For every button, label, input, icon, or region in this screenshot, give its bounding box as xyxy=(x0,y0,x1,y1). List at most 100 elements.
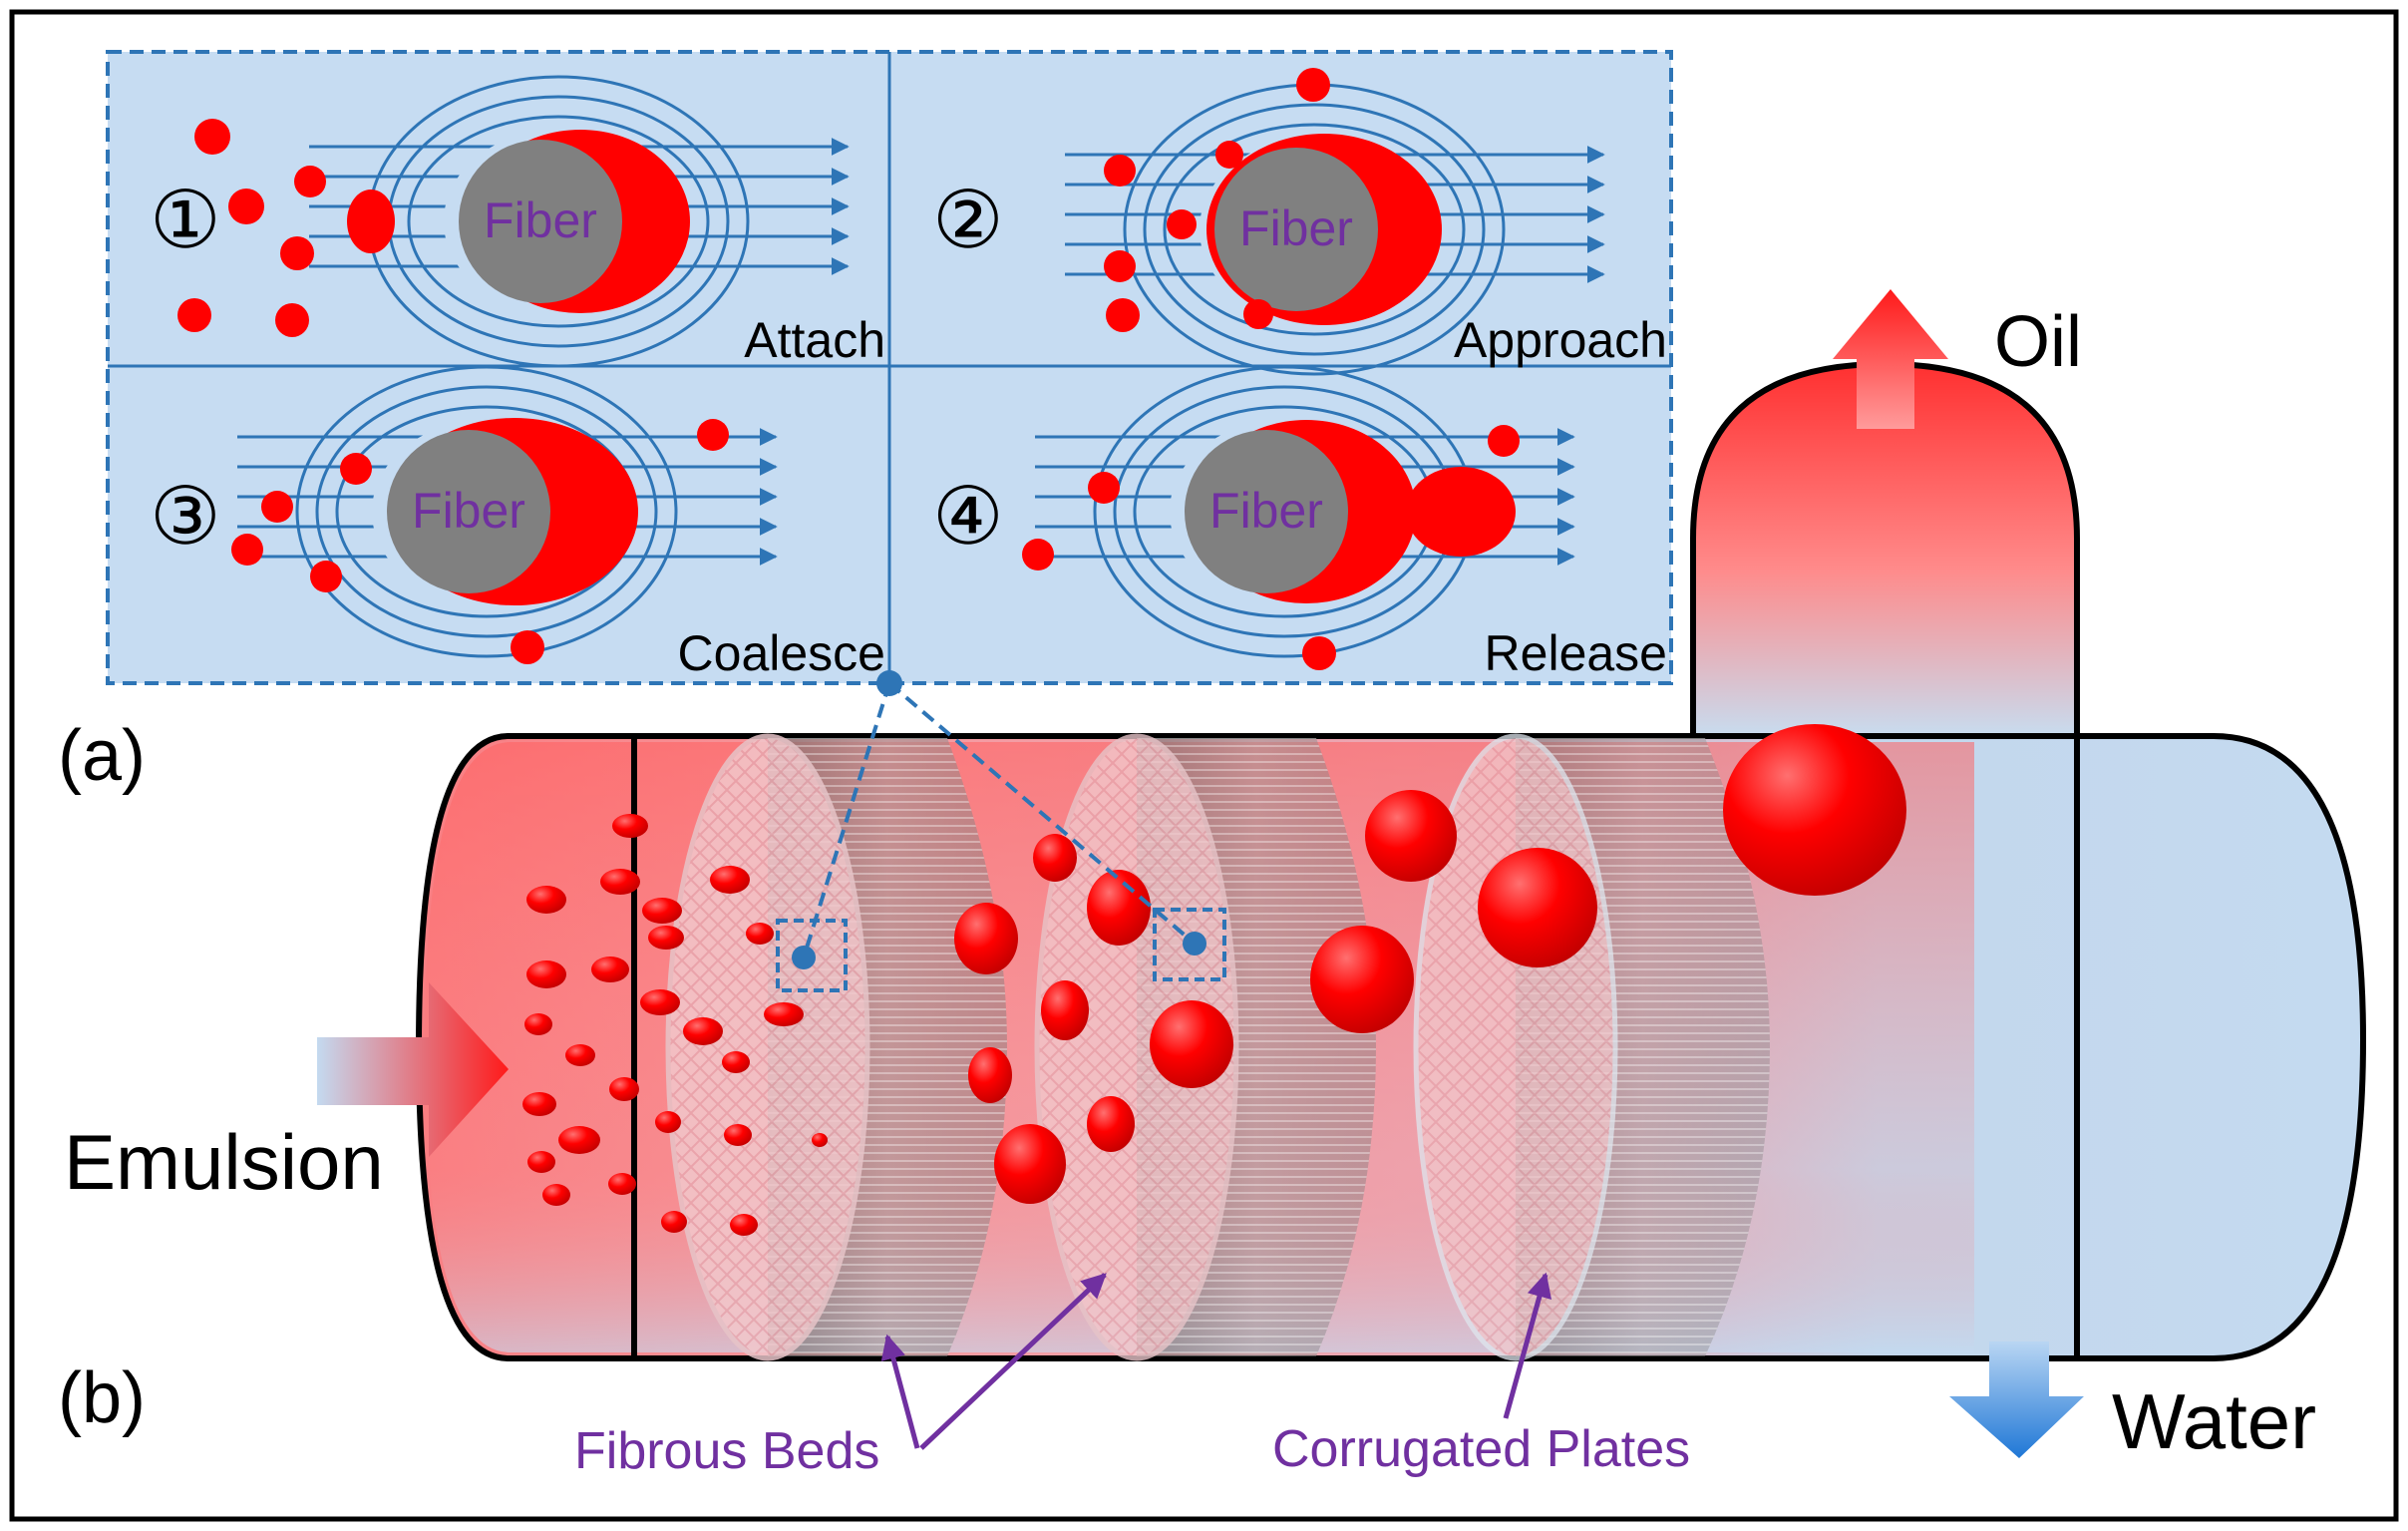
step-number: ③ xyxy=(150,472,221,561)
tank-droplets xyxy=(522,790,1597,1236)
flow-contour xyxy=(407,115,710,328)
fiber-label: Fiber xyxy=(1239,200,1353,256)
oil-droplet xyxy=(591,957,629,982)
oil-droplet xyxy=(1106,298,1140,332)
oil-droplet-coalesced xyxy=(954,903,1018,974)
oil-droplet xyxy=(1302,636,1336,670)
oil-droplet-large xyxy=(1406,467,1516,557)
zoom-box-1 xyxy=(776,919,848,992)
oil-droplet xyxy=(522,1092,556,1116)
step-name: Attach xyxy=(744,312,885,368)
emulsion-label: Emulsion xyxy=(64,1118,384,1206)
flow-contour xyxy=(315,385,658,638)
fiber xyxy=(1214,148,1378,311)
oil-droplet xyxy=(565,1044,595,1066)
oil-droplet xyxy=(1215,141,1243,169)
oil-droplet xyxy=(511,630,544,664)
oil-droplet xyxy=(526,886,566,914)
oil-droplet xyxy=(228,189,264,224)
fiber-label: Fiber xyxy=(1209,483,1323,539)
oil-droplet xyxy=(1488,425,1520,457)
oil-droplet xyxy=(642,898,682,924)
step-number: ④ xyxy=(932,472,1004,561)
oil-droplet xyxy=(526,960,566,988)
step-3: Fiber ③ Coalesce xyxy=(150,365,885,681)
fiber xyxy=(387,430,550,593)
oil-droplet xyxy=(812,1133,828,1147)
step-number: ② xyxy=(932,176,1004,264)
oil-droplet xyxy=(764,1002,804,1026)
water-down-arrow xyxy=(1949,1341,2084,1458)
oil-droplet xyxy=(683,1017,723,1045)
emulsion-inlet-arrow xyxy=(317,982,509,1157)
oil-droplet xyxy=(310,561,342,592)
fibrous-bed-2 xyxy=(1034,733,1239,1361)
fibrous-bed-1 xyxy=(665,733,870,1361)
water-label: Water xyxy=(2112,1377,2316,1465)
oil-droplet xyxy=(710,866,750,894)
oil-droplet xyxy=(1104,250,1136,282)
step-name: Release xyxy=(1485,625,1667,681)
oil-droplet xyxy=(280,236,314,270)
oil-droplet-coalesced xyxy=(1365,790,1457,882)
oil-droplet xyxy=(194,119,230,155)
oil-droplet xyxy=(1296,68,1330,102)
oil-droplet xyxy=(294,166,326,197)
fiber xyxy=(1185,430,1348,593)
fibrous-bed-pointer-1 xyxy=(880,1334,920,1449)
step-name: Approach xyxy=(1454,312,1667,368)
oil-droplet xyxy=(542,1184,570,1206)
oil-droplet xyxy=(1243,299,1273,329)
zoom-link-2 xyxy=(887,681,1197,946)
panel-b: Emulsion Oil Water Fibrous Beds Corrugat… xyxy=(64,289,2367,1480)
oil-droplet xyxy=(661,1211,687,1233)
oil-droplet xyxy=(1104,155,1136,187)
oil-droplet xyxy=(608,1173,636,1195)
fibrous-bed-pointer-2 xyxy=(919,1273,1107,1450)
oil-up-arrow xyxy=(1833,289,1948,429)
flow-contour xyxy=(1143,103,1486,356)
coalesced-oil-drop xyxy=(1723,724,1906,896)
oil-droplet xyxy=(600,869,640,895)
oil-droplet xyxy=(1022,539,1054,571)
step-name: Coalesce xyxy=(678,625,885,681)
oil-droplet xyxy=(746,923,774,945)
oil-droplet xyxy=(524,1013,552,1035)
oil-droplet xyxy=(340,453,372,485)
oil-droplet xyxy=(730,1214,758,1236)
oil-droplet xyxy=(558,1126,600,1154)
oil-droplet xyxy=(261,491,293,523)
oil-droplet-coalesced xyxy=(1150,1000,1233,1088)
zoom-link-1 xyxy=(802,682,891,958)
oil-droplet xyxy=(722,1051,750,1073)
flow-contour xyxy=(1163,123,1466,336)
zoom-dot-1 xyxy=(792,946,816,969)
oil-droplet xyxy=(231,534,263,566)
oil-droplet xyxy=(697,419,729,451)
fibrous-beds-label: Fibrous Beds xyxy=(574,1422,879,1480)
zoom-origin-dot xyxy=(876,670,902,696)
oil-droplet-coalesced xyxy=(1087,1096,1135,1152)
mechanism-steps: Fiber①AttachFiber②ApproachFiber③Coalesce… xyxy=(150,68,1667,681)
panel-a xyxy=(106,50,1673,685)
panel-b-letter: (b) xyxy=(58,1358,146,1438)
oil-droplet xyxy=(655,1111,681,1133)
zoom-dot-2 xyxy=(1183,932,1206,956)
panel-a-letter: (a) xyxy=(58,716,146,796)
oil-droplet-coalesced xyxy=(1478,848,1597,967)
oil-droplet-coalesced xyxy=(994,1124,1066,1204)
oil-droplet xyxy=(1167,209,1197,239)
oil-label: Oil xyxy=(1994,302,2082,382)
oil-droplet xyxy=(612,814,648,838)
flow-contour xyxy=(295,365,678,658)
step-4: Fiber ④ Release xyxy=(932,365,1667,681)
oil-droplet xyxy=(1088,472,1120,504)
corrugated-plate-pointer xyxy=(1503,1272,1552,1419)
oil-droplet-coalesced xyxy=(1310,926,1414,1033)
fiber-label: Fiber xyxy=(412,483,525,539)
step-2: Fiber ② Approach xyxy=(932,68,1667,376)
oil-droplet xyxy=(724,1124,752,1146)
oil-droplet xyxy=(648,926,684,950)
